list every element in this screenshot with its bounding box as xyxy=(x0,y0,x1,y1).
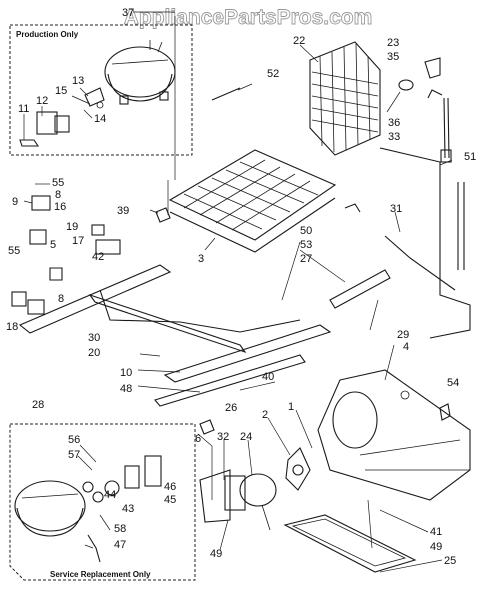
callout-15: 15 xyxy=(55,85,67,97)
callout-5: 5 xyxy=(50,239,56,251)
callout-8: 8 xyxy=(55,189,61,201)
production-only-label: Production Only xyxy=(16,30,79,39)
callout-25: 25 xyxy=(444,555,456,567)
compressor-top-drawing xyxy=(104,40,176,105)
callout-32: 32 xyxy=(217,431,229,443)
callout-50: 50 xyxy=(300,225,312,237)
callout-43: 43 xyxy=(122,503,134,515)
fan-bracket xyxy=(317,369,471,501)
service-replacement-label: Service Replacement Only xyxy=(50,570,151,579)
callout-58: 58 xyxy=(114,523,126,535)
callout-29: 29 xyxy=(397,329,409,341)
callout-44: 44 xyxy=(104,489,116,501)
leader-lines xyxy=(23,11,453,573)
clip-50 xyxy=(344,203,361,213)
callout-49: 49 xyxy=(210,548,222,560)
callout-48: 48 xyxy=(120,383,132,395)
watermark-text: AppliancePartsPros.com xyxy=(124,6,373,29)
callout-56: 56 xyxy=(68,434,80,446)
callout-42: 42 xyxy=(92,251,104,263)
callout-55-b: 55 xyxy=(8,245,20,257)
production-only-box: Production Only xyxy=(9,24,193,156)
service-replacement-box: Service Replacement Only xyxy=(9,423,196,581)
callout-14: 14 xyxy=(94,113,106,125)
callout-26: 26 xyxy=(225,402,237,414)
condenser-coil xyxy=(168,149,337,253)
callout-36: 36 xyxy=(388,117,400,129)
callout-52: 52 xyxy=(267,68,279,80)
callout-11: 11 xyxy=(18,103,29,115)
defrost-heater xyxy=(211,87,241,101)
grommet-39 xyxy=(155,207,171,223)
callout-51: 51 xyxy=(464,151,476,163)
evaporator-coil xyxy=(309,41,381,156)
callout-53: 53 xyxy=(300,239,312,251)
fitting-27 xyxy=(329,269,391,309)
callout-27: 27 xyxy=(300,253,312,265)
callout-18: 18 xyxy=(6,321,18,333)
callout-2: 2 xyxy=(262,409,268,421)
callout-labels: 37 22 23 35 52 13 15 12 11 14 36 33 51 5… xyxy=(6,7,476,567)
callout-55: 55 xyxy=(52,177,64,189)
left-small-parts xyxy=(11,195,121,315)
callout-39: 39 xyxy=(117,205,129,217)
callout-10: 10 xyxy=(120,367,132,379)
callout-57: 57 xyxy=(68,449,80,461)
thermostat-parts xyxy=(398,57,452,163)
callout-24: 24 xyxy=(240,431,252,443)
callout-41: 41 xyxy=(430,526,442,538)
callout-54: 54 xyxy=(447,377,459,389)
callout-13: 13 xyxy=(72,75,84,87)
screw-54 xyxy=(439,403,451,421)
callout-8-b: 8 xyxy=(58,293,64,305)
callout-12: 12 xyxy=(36,95,48,107)
callout-33: 33 xyxy=(388,131,400,143)
callout-19: 19 xyxy=(66,221,78,233)
callout-17: 17 xyxy=(72,235,84,247)
callout-4: 4 xyxy=(403,341,409,353)
drain-tubes xyxy=(379,147,471,339)
callout-22: 22 xyxy=(293,35,305,47)
callout-35: 35 xyxy=(387,51,399,63)
bracket-26 xyxy=(199,419,215,435)
callout-47: 47 xyxy=(114,539,126,551)
fan-motor-assembly xyxy=(199,447,311,531)
drain-pan xyxy=(283,514,417,573)
callout-45: 45 xyxy=(164,494,176,506)
callout-20: 20 xyxy=(88,347,100,359)
callout-6: 6 xyxy=(195,433,201,445)
frame-rails xyxy=(18,264,332,407)
callout-16: 16 xyxy=(54,201,66,213)
callout-49-b: 49 xyxy=(430,541,442,553)
callout-23: 23 xyxy=(387,37,399,49)
callout-9: 9 xyxy=(12,196,18,208)
compressor-service-drawing xyxy=(14,455,162,563)
callout-3: 3 xyxy=(198,253,204,265)
callout-30: 30 xyxy=(88,332,100,344)
callout-40: 40 xyxy=(262,371,274,383)
callout-46: 46 xyxy=(164,481,176,493)
callout-28: 28 xyxy=(32,399,44,411)
callout-37: 37 xyxy=(122,7,134,19)
callout-1: 1 xyxy=(288,401,294,413)
callout-31: 31 xyxy=(390,203,402,215)
relay-overload-parts xyxy=(19,87,105,147)
